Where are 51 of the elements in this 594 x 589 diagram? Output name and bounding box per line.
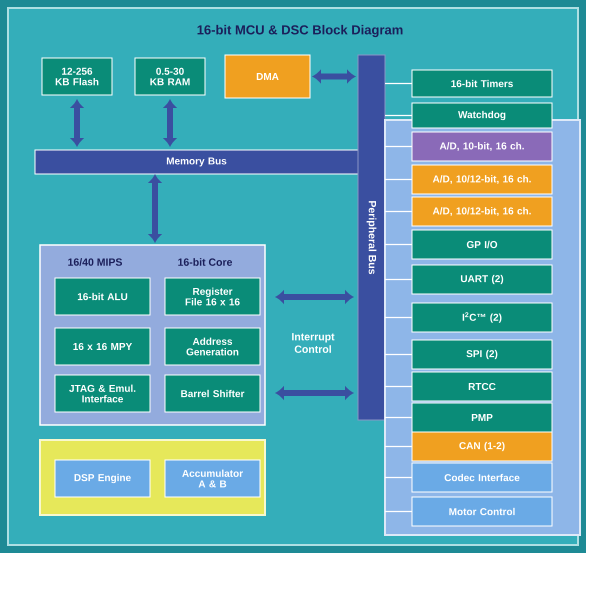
label: Interrupt Control: [292, 333, 334, 353]
connector-line: [385, 178, 412, 180]
block-box: 0.5-30 KB RAM: [134, 58, 206, 96]
title: 16-bit MCU & DSC Block Diagram: [198, 24, 402, 38]
double-arrow: [276, 291, 354, 303]
connector-line: [385, 386, 412, 388]
heading: 16/40 MIPS: [68, 258, 122, 266]
block-box: PMP: [412, 402, 552, 432]
block-box: Motor Control: [412, 496, 552, 526]
block-box: CAN (1-2): [412, 432, 552, 462]
connector-line: [385, 82, 412, 84]
block-box: A/D, 10-bit, 16 ch.: [412, 132, 552, 162]
double-arrow: [71, 100, 83, 146]
connector-line: [385, 244, 412, 246]
connector-line: [385, 416, 412, 418]
double-arrow: [276, 387, 354, 399]
connector-line: [385, 210, 412, 212]
block-box: Address Generation: [164, 328, 260, 366]
block-box: A/D, 10/12-bit, 16 ch.: [412, 196, 552, 226]
connector-line: [385, 446, 412, 448]
connector-line: [385, 146, 412, 148]
connector-line: [385, 316, 412, 318]
double-arrow: [312, 70, 356, 82]
block-box: 16-bit ALU: [54, 278, 150, 316]
connector-line: [385, 476, 412, 478]
connector-line: [385, 114, 412, 116]
block-box: Codec Interface: [412, 462, 552, 492]
block-box: RTCC: [412, 372, 552, 402]
block-box: Register File 16 x 16: [164, 278, 260, 316]
block-box: A/D, 10/12-bit, 16 ch.: [412, 164, 552, 194]
block-box: DMA: [224, 54, 310, 98]
double-arrow: [149, 174, 161, 242]
double-arrow: [164, 100, 176, 146]
block-box: SPI (2): [412, 340, 552, 370]
block-box: 16 x 16 MPY: [54, 328, 150, 366]
block-box: UART (2): [412, 264, 552, 294]
bus-bar: Memory Bus: [34, 150, 358, 174]
bus-bar: Peripheral Bus: [358, 54, 386, 420]
connector-line: [385, 510, 412, 512]
heading: 16-bit Core: [178, 258, 232, 266]
connector-line: [385, 354, 412, 356]
block-box: 16-bit Timers: [412, 70, 552, 98]
block-box: Watchdog: [412, 102, 552, 128]
block-box: GP I/O: [412, 230, 552, 260]
block-box: 12-256 KB Flash: [42, 58, 112, 96]
block-box: Accumulator A & B: [164, 460, 260, 498]
block-box: JTAG & Emul. Interface: [54, 374, 150, 412]
connector-line: [385, 278, 412, 280]
block-box: DSP Engine: [54, 460, 150, 498]
block-box: I$^{2}$C™ (2): [412, 302, 552, 332]
block-box: Barrel Shifter: [164, 374, 260, 412]
